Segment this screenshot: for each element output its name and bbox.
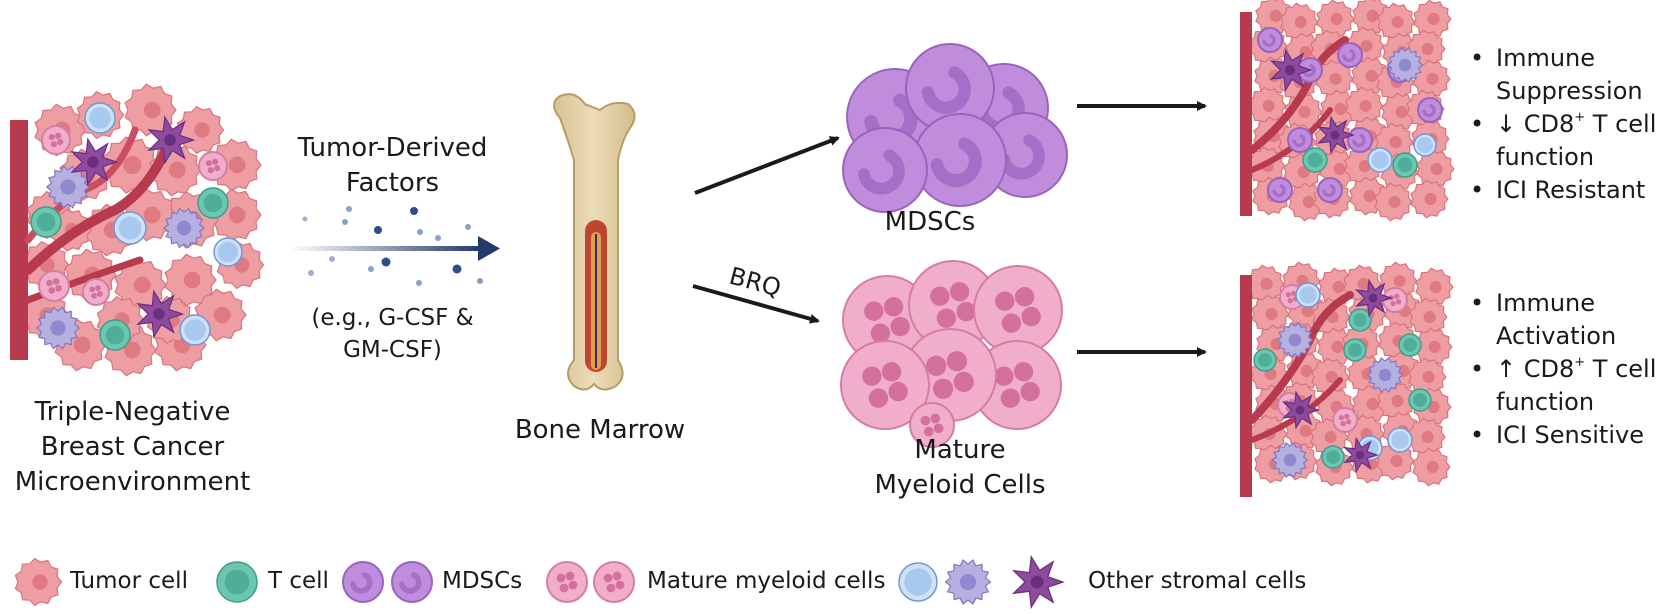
mdsc-icon — [1317, 177, 1343, 203]
mature-myeloid-icon — [1332, 407, 1358, 433]
tnbc-label-line-1: Triple-Negative — [34, 397, 231, 427]
mature-label-line-2: Myeloid Cells — [874, 470, 1046, 500]
blood-vessel-icon — [10, 120, 28, 360]
tumor-derived-factors-label: Tumor-Derived Factors — [280, 131, 505, 201]
tnbc-label: Triple-Negative Breast Cancer Microenvir… — [0, 395, 265, 500]
mdsc-icon — [1347, 127, 1373, 153]
tnbc-label-line-3: Microenvironment — [14, 467, 251, 497]
activated-tme-illustration — [1240, 261, 1454, 497]
bone-marrow-icon — [553, 93, 636, 391]
down-arrow-icon: ↓ — [1496, 110, 1517, 138]
mature-myeloid-icon — [198, 151, 228, 181]
tnbc-label-line-2: Breast Cancer — [40, 432, 225, 462]
mature-label-line-1: Mature — [914, 435, 1006, 465]
outcome-item: ICI Resistant — [1466, 174, 1669, 207]
tnbc-microenvironment-illustration — [10, 83, 265, 377]
tdf-examples-line-1: (e.g., G-CSF & — [311, 305, 474, 331]
mdsc-icon — [391, 561, 433, 603]
activation-outcomes-list: Immune Activation ↑ CD8+ T cell function… — [1466, 287, 1669, 452]
arrow-to-mature-myeloid — [692, 284, 820, 324]
mdsc-icon — [1257, 27, 1283, 53]
mdsc-icon — [913, 113, 1007, 207]
cd8-superscript: + — [1574, 355, 1586, 370]
mdsc-icon — [1417, 97, 1443, 123]
mature-myeloid-icon — [593, 561, 635, 603]
bone-marrow-label: Bone Marrow — [514, 415, 686, 445]
cd8-superscript: + — [1574, 110, 1586, 125]
legend-mdsc-label: MDSCs — [442, 568, 523, 594]
mature-myeloid-icon — [38, 270, 70, 302]
mdscs-label: MDSCs — [884, 207, 976, 237]
mature-myeloid-icon — [840, 340, 930, 430]
outcome-item: ↓ CD8+ T cell function — [1466, 108, 1669, 174]
tumor-derived-factors-arrow — [290, 206, 500, 286]
suppression-outcomes-list: Immune Suppression ↓ CD8+ T cell functio… — [1466, 42, 1669, 207]
arrow-to-mdscs — [694, 136, 840, 195]
outcome-item: ICI Sensitive — [1466, 419, 1669, 452]
mdsc-icon — [342, 561, 384, 603]
tdf-title-line-1: Tumor-Derived — [297, 133, 488, 163]
legend-tcell-label: T cell — [268, 568, 329, 594]
outcome-item: Immune Suppression — [1466, 42, 1669, 108]
legend-mature-label: Mature myeloid cells — [647, 568, 886, 594]
outcome-item: Immune Activation — [1466, 287, 1669, 353]
mdsc-cluster-illustration — [842, 43, 1068, 213]
tdf-title-line-2: Factors — [345, 168, 440, 198]
up-arrow-icon: ↑ — [1496, 355, 1517, 383]
mdsc-icon — [1337, 42, 1363, 68]
mdsc-icon — [1287, 127, 1313, 153]
cd8-text: CD8 — [1523, 355, 1575, 383]
legend-tumor-label: Tumor cell — [70, 568, 188, 594]
cd8-text: CD8 — [1523, 110, 1575, 138]
mdsc-icon — [842, 127, 928, 213]
suppressed-tme-illustration — [1240, 0, 1455, 222]
outcome-item: ↑ CD8+ T cell function — [1466, 353, 1669, 419]
mature-myeloid-icon — [546, 561, 588, 603]
mature-myeloid-icon — [41, 125, 71, 155]
mdsc-icon — [1267, 177, 1293, 203]
mature-myeloid-icon — [909, 402, 955, 448]
tcell-function-text: T cell function — [1496, 355, 1657, 416]
mature-myeloid-label: Mature Myeloid Cells — [860, 433, 1060, 503]
legend-icons — [14, 554, 1065, 610]
tdf-examples-line-2: GM-CSF) — [343, 337, 442, 363]
legend-stromal-label: Other stromal cells — [1088, 568, 1307, 594]
mature-myeloid-icon — [82, 278, 110, 306]
mature-myeloid-cluster-illustration — [840, 260, 1063, 448]
tcell-function-text: T cell function — [1496, 110, 1657, 171]
tdf-examples-label: (e.g., G-CSF & GM-CSF) — [285, 302, 500, 366]
